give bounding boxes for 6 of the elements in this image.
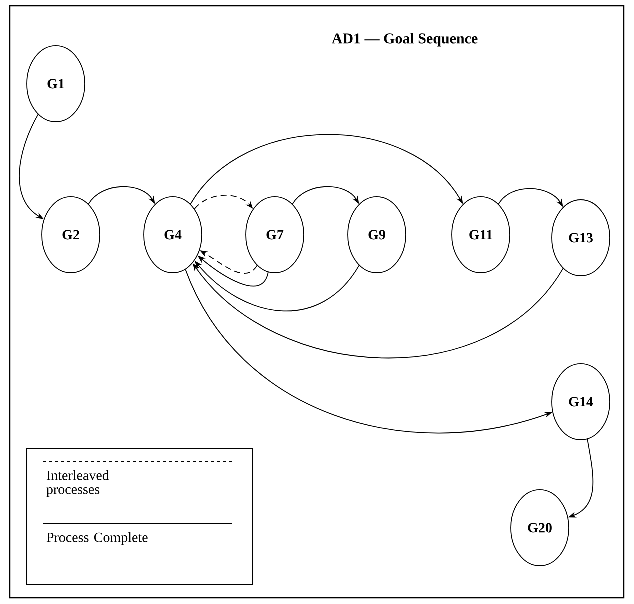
title: AD1 — Goal Sequence [332,33,478,47]
legend-text: Interleaved processes [46,470,110,498]
arrow [292,186,360,205]
legend-text: Process Complete [46,532,148,546]
arrow [190,134,464,205]
arrow [88,186,156,205]
